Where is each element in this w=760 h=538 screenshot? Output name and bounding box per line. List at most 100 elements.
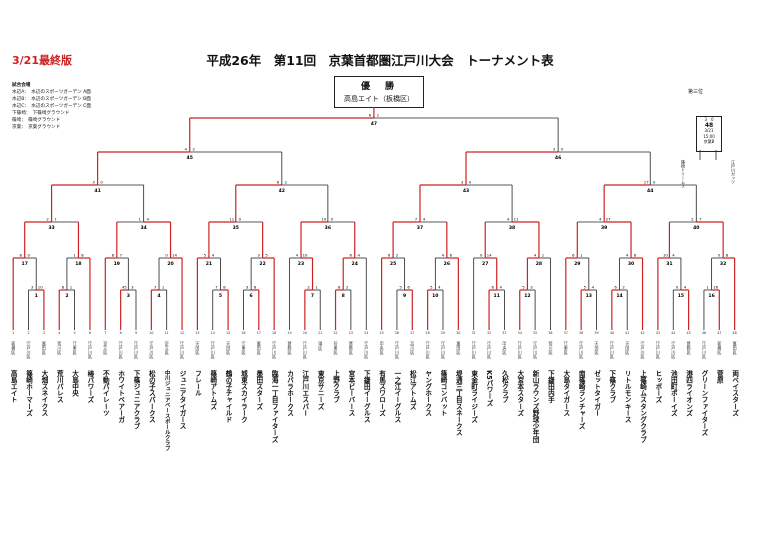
score-right: 0 bbox=[561, 147, 564, 152]
score-left: 8 bbox=[338, 285, 341, 290]
score-right: 2 bbox=[622, 285, 625, 290]
team-name: フレール bbox=[193, 370, 202, 397]
team-district: （江戸川区） bbox=[701, 338, 707, 362]
match-number: 11 bbox=[494, 293, 500, 299]
team-name: ヤングホークス bbox=[423, 370, 432, 417]
team-name: 鶴の子チャイルド bbox=[224, 370, 233, 423]
match-number: 40 bbox=[693, 225, 699, 231]
score-right: 4 bbox=[438, 285, 441, 290]
score-right: 3 bbox=[131, 285, 134, 290]
venue-line: 篠崎： 篠崎グラウンド bbox=[12, 118, 61, 123]
score-left: 6 bbox=[572, 253, 575, 258]
score-left: 4 bbox=[507, 217, 510, 222]
team-district: （墨田区） bbox=[256, 338, 262, 358]
team-name: 堤通三丁目スネークス bbox=[454, 370, 463, 436]
score-left: 8 bbox=[62, 285, 65, 290]
score-left: 3 bbox=[461, 180, 464, 185]
team-district: （江戸川区） bbox=[425, 338, 431, 362]
score-right: 0 bbox=[469, 180, 472, 185]
team-district: （江戸川区） bbox=[471, 338, 477, 362]
score-left: 7 bbox=[154, 285, 157, 290]
score-right: 0 bbox=[331, 217, 334, 222]
score-right: 8 bbox=[254, 285, 257, 290]
match-number: 43 bbox=[463, 188, 469, 194]
score-left: 5 bbox=[399, 285, 402, 290]
match-number: 5 bbox=[219, 293, 222, 299]
team-district: （江戸川区） bbox=[364, 338, 370, 362]
team-name: 松の子スパークス bbox=[147, 370, 156, 423]
match-number: 13 bbox=[586, 293, 592, 299]
score-left: 4 bbox=[296, 253, 299, 258]
match-number: 22 bbox=[259, 261, 265, 267]
score-left: 1 bbox=[73, 253, 76, 258]
score-left: 5 bbox=[522, 285, 525, 290]
score-left: 1 bbox=[706, 285, 709, 290]
team-district: （大田区） bbox=[625, 338, 631, 358]
team-district: （葛飾区） bbox=[287, 338, 293, 358]
match-number: 34 bbox=[140, 225, 146, 231]
team-seed: 48 bbox=[732, 331, 737, 335]
team-name: 大島タイガース bbox=[561, 370, 570, 417]
match-number: 44 bbox=[647, 188, 653, 194]
team-name: 東金町ライジーズ bbox=[469, 370, 478, 423]
score-left: 6 bbox=[614, 285, 617, 290]
match-number: 17 bbox=[22, 261, 28, 267]
team-name: 大宮本スターズ bbox=[515, 370, 524, 417]
team-name: 篠崎ホーマーズ bbox=[24, 370, 33, 417]
team-seed: 34 bbox=[517, 331, 522, 335]
team-seed: 22 bbox=[333, 331, 338, 335]
match-number: 23 bbox=[298, 261, 304, 267]
team-seed: 38 bbox=[579, 331, 584, 335]
third-place-label: 第三位 bbox=[688, 89, 704, 95]
match-number: 36 bbox=[325, 225, 331, 231]
match-number: 35 bbox=[233, 225, 239, 231]
team-name: 有馬スワローズ bbox=[377, 370, 386, 417]
score-right: 4 bbox=[212, 253, 215, 258]
match-number: 20 bbox=[167, 261, 173, 267]
score-left: 3 bbox=[246, 285, 249, 290]
match-number: 33 bbox=[48, 225, 54, 231]
team-seed: 11 bbox=[164, 331, 169, 335]
winner-box: 優 勝 高島エイト（板橋区） bbox=[334, 76, 424, 108]
score-left: 10 bbox=[663, 253, 668, 258]
score-left: 7 bbox=[215, 285, 218, 290]
match-number: 30 bbox=[628, 261, 634, 267]
score-right: 4 bbox=[146, 217, 149, 222]
team-district: （荒川区） bbox=[57, 338, 63, 358]
team-seed: 26 bbox=[394, 331, 400, 335]
score-left: 7 bbox=[415, 217, 418, 222]
team-name: 下鎌田イーグルス bbox=[362, 370, 371, 423]
team-name: 椿パワーズ bbox=[85, 370, 94, 403]
team-seed: 6 bbox=[88, 331, 91, 335]
venue-line: 京葉： 京葉グラウンド bbox=[12, 125, 61, 130]
team-seed: 37 bbox=[563, 331, 568, 335]
team-name: 江戸川エスパー bbox=[300, 370, 309, 417]
score-right: 14 bbox=[172, 253, 177, 258]
team-district: （江戸川区） bbox=[394, 338, 400, 362]
score-right: 7 bbox=[120, 253, 123, 258]
score-right: 6 bbox=[407, 285, 410, 290]
score-left: 2 bbox=[691, 217, 694, 222]
team-seed: 15 bbox=[225, 331, 231, 335]
match-number: 16 bbox=[708, 293, 714, 299]
team-district: （江戸川区） bbox=[655, 338, 661, 362]
team-district: （江戸川区） bbox=[640, 338, 646, 362]
score-left: 4 bbox=[534, 253, 537, 258]
venue-line: 水辺B： 水辺のスポーツガーデン B面 bbox=[12, 97, 91, 102]
score-right: 8 bbox=[726, 253, 729, 258]
team-district: （江戸川区） bbox=[517, 338, 523, 362]
score-right: 4 bbox=[592, 285, 595, 290]
team-name: 高島エイト bbox=[9, 370, 18, 403]
team-district: （葛飾区） bbox=[348, 338, 354, 358]
score-right: 11 bbox=[514, 217, 519, 222]
team-seed: 27 bbox=[410, 331, 415, 335]
page-title: 平成26年 第11回 京葉首都圏江戸川大会 トーナメント表 bbox=[206, 53, 554, 68]
score-right: 1 bbox=[377, 113, 380, 118]
team-district: （江戸川区） bbox=[441, 338, 446, 362]
score-left: 17 bbox=[644, 180, 649, 185]
third-place-venue: 京葉B bbox=[703, 139, 715, 144]
score-right: 6 bbox=[450, 253, 453, 258]
score-right: 2 bbox=[285, 180, 288, 185]
team-seed: 41 bbox=[625, 331, 630, 335]
